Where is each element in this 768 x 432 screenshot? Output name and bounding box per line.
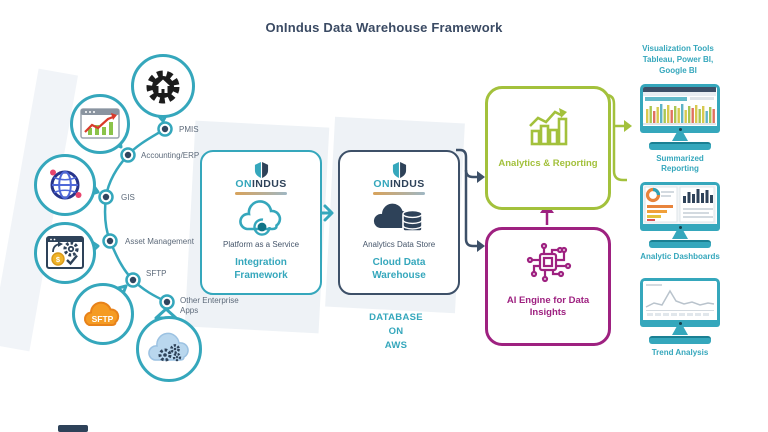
- source-label: Asset Management: [125, 237, 194, 246]
- brand-wordmark: ONINDUS: [373, 179, 424, 190]
- monitor-trend-analysis: Trend Analysis: [640, 278, 720, 358]
- source-label: SFTP: [146, 269, 167, 278]
- monitor-keyboard: [649, 240, 711, 248]
- sftp-cloud-icon: SFTP: [83, 301, 120, 326]
- page-title: OnIndus Data Warehouse Framework: [265, 20, 503, 35]
- brand-on: ON: [235, 178, 252, 190]
- caption-line: Google BI: [659, 65, 697, 75]
- monitor-chin: [640, 224, 720, 231]
- cloud-sync-icon: [239, 199, 282, 236]
- arrow-warehouse-to-ai: [464, 170, 485, 252]
- visualization-tools-caption: Visualization Tools Tableau, Power BI, G…: [622, 44, 734, 76]
- monitor-keyboard: [649, 336, 711, 344]
- brand-indus: INDUS: [389, 178, 425, 190]
- asset-window-icon: $: [46, 236, 84, 269]
- gear-house-icon: [146, 70, 180, 104]
- caption-line: Visualization Tools: [642, 44, 714, 53]
- ai-engine-box: AI Engine for Data Insights: [485, 227, 611, 346]
- dashboard-thumbnail: [643, 185, 716, 224]
- platform-label: Integration Framework: [234, 256, 288, 281]
- source-bubble-gis: [34, 154, 96, 216]
- monitor-summarized-reporting: Summarized Reporting: [640, 84, 720, 175]
- brand-tagline-bar: [373, 192, 425, 195]
- source-label: Accounting/ERP: [141, 151, 200, 160]
- monitor-screen: [640, 84, 720, 126]
- cloud-database-icon: [373, 203, 423, 232]
- trend-line-thumbnail: [643, 281, 716, 320]
- source-label: GIS: [121, 193, 135, 202]
- analytics-reporting-box: Analytics & Reporting: [485, 86, 611, 210]
- brand-tagline-bar: [235, 192, 287, 195]
- brand-wordmark: ONINDUS: [235, 179, 286, 190]
- source-label: Other Enterprise Apps: [180, 296, 239, 315]
- report-chart-thumbnail: [643, 87, 716, 125]
- monitor-stand: [672, 231, 688, 239]
- bar-chart-growth-icon: [529, 108, 568, 146]
- database-note-line: ON: [388, 325, 404, 337]
- monitor-stand: [672, 133, 688, 141]
- onindus-shield-icon: [254, 162, 268, 178]
- monitor-stand: [672, 327, 688, 335]
- database-note: DATABASE ON AWS: [336, 311, 456, 352]
- ai-label: AI Engine for Data Insights: [506, 295, 590, 319]
- caption-line: Tableau, Power BI,: [642, 54, 714, 64]
- monitor-chin: [640, 126, 720, 133]
- monitor-chin: [640, 320, 720, 327]
- monitor-label: Summarized Reporting: [656, 154, 704, 174]
- source-bubble-pmis: [131, 54, 195, 118]
- monitor-keyboard: [649, 142, 711, 150]
- finance-chart-icon: [80, 108, 120, 139]
- source-label: PMIS: [179, 125, 199, 134]
- globe-pins-icon: [50, 169, 82, 200]
- analytics-label: Analytics & Reporting: [498, 158, 598, 169]
- monitor-screen: [640, 182, 720, 224]
- monitor-analytic-dashboards: Analytic Dashboards: [640, 182, 720, 262]
- source-bubble-accounting: [70, 94, 130, 154]
- monitor-label: Trend Analysis: [651, 348, 709, 357]
- platform-logo: ONINDUS: [202, 161, 320, 195]
- monitor-screen: [640, 278, 720, 320]
- cloud-warehouse-box: ONINDUS Analytics Data Store Cloud Data …: [338, 150, 460, 295]
- warehouse-label: Cloud Data Warehouse: [372, 256, 426, 281]
- warehouse-subtitle: Analytics Data Store: [362, 239, 436, 249]
- monitor-label: Analytic Dashboards: [640, 252, 720, 261]
- platform-subtitle: Platform as a Service: [222, 239, 300, 249]
- brand-on: ON: [373, 178, 390, 190]
- sftp-badge: SFTP: [92, 314, 114, 324]
- coin-symbol: $: [56, 255, 61, 264]
- database-note-line: DATABASE: [369, 312, 423, 323]
- integration-framework-box: ONINDUS Platform as a Service Integratio…: [200, 150, 322, 295]
- apps-cloud-icon: [148, 332, 189, 362]
- cropped-artifact: [58, 425, 88, 432]
- source-bubble-asset: $: [34, 222, 96, 284]
- database-note-line: AWS: [384, 339, 408, 351]
- source-bubble-sftp: SFTP: [72, 283, 134, 345]
- onindus-shield-icon: [392, 162, 406, 178]
- warehouse-logo: ONINDUS: [340, 161, 458, 195]
- source-bubble-other-apps: [136, 316, 202, 382]
- brand-indus: INDUS: [251, 178, 287, 190]
- ai-chip-icon: [526, 242, 572, 283]
